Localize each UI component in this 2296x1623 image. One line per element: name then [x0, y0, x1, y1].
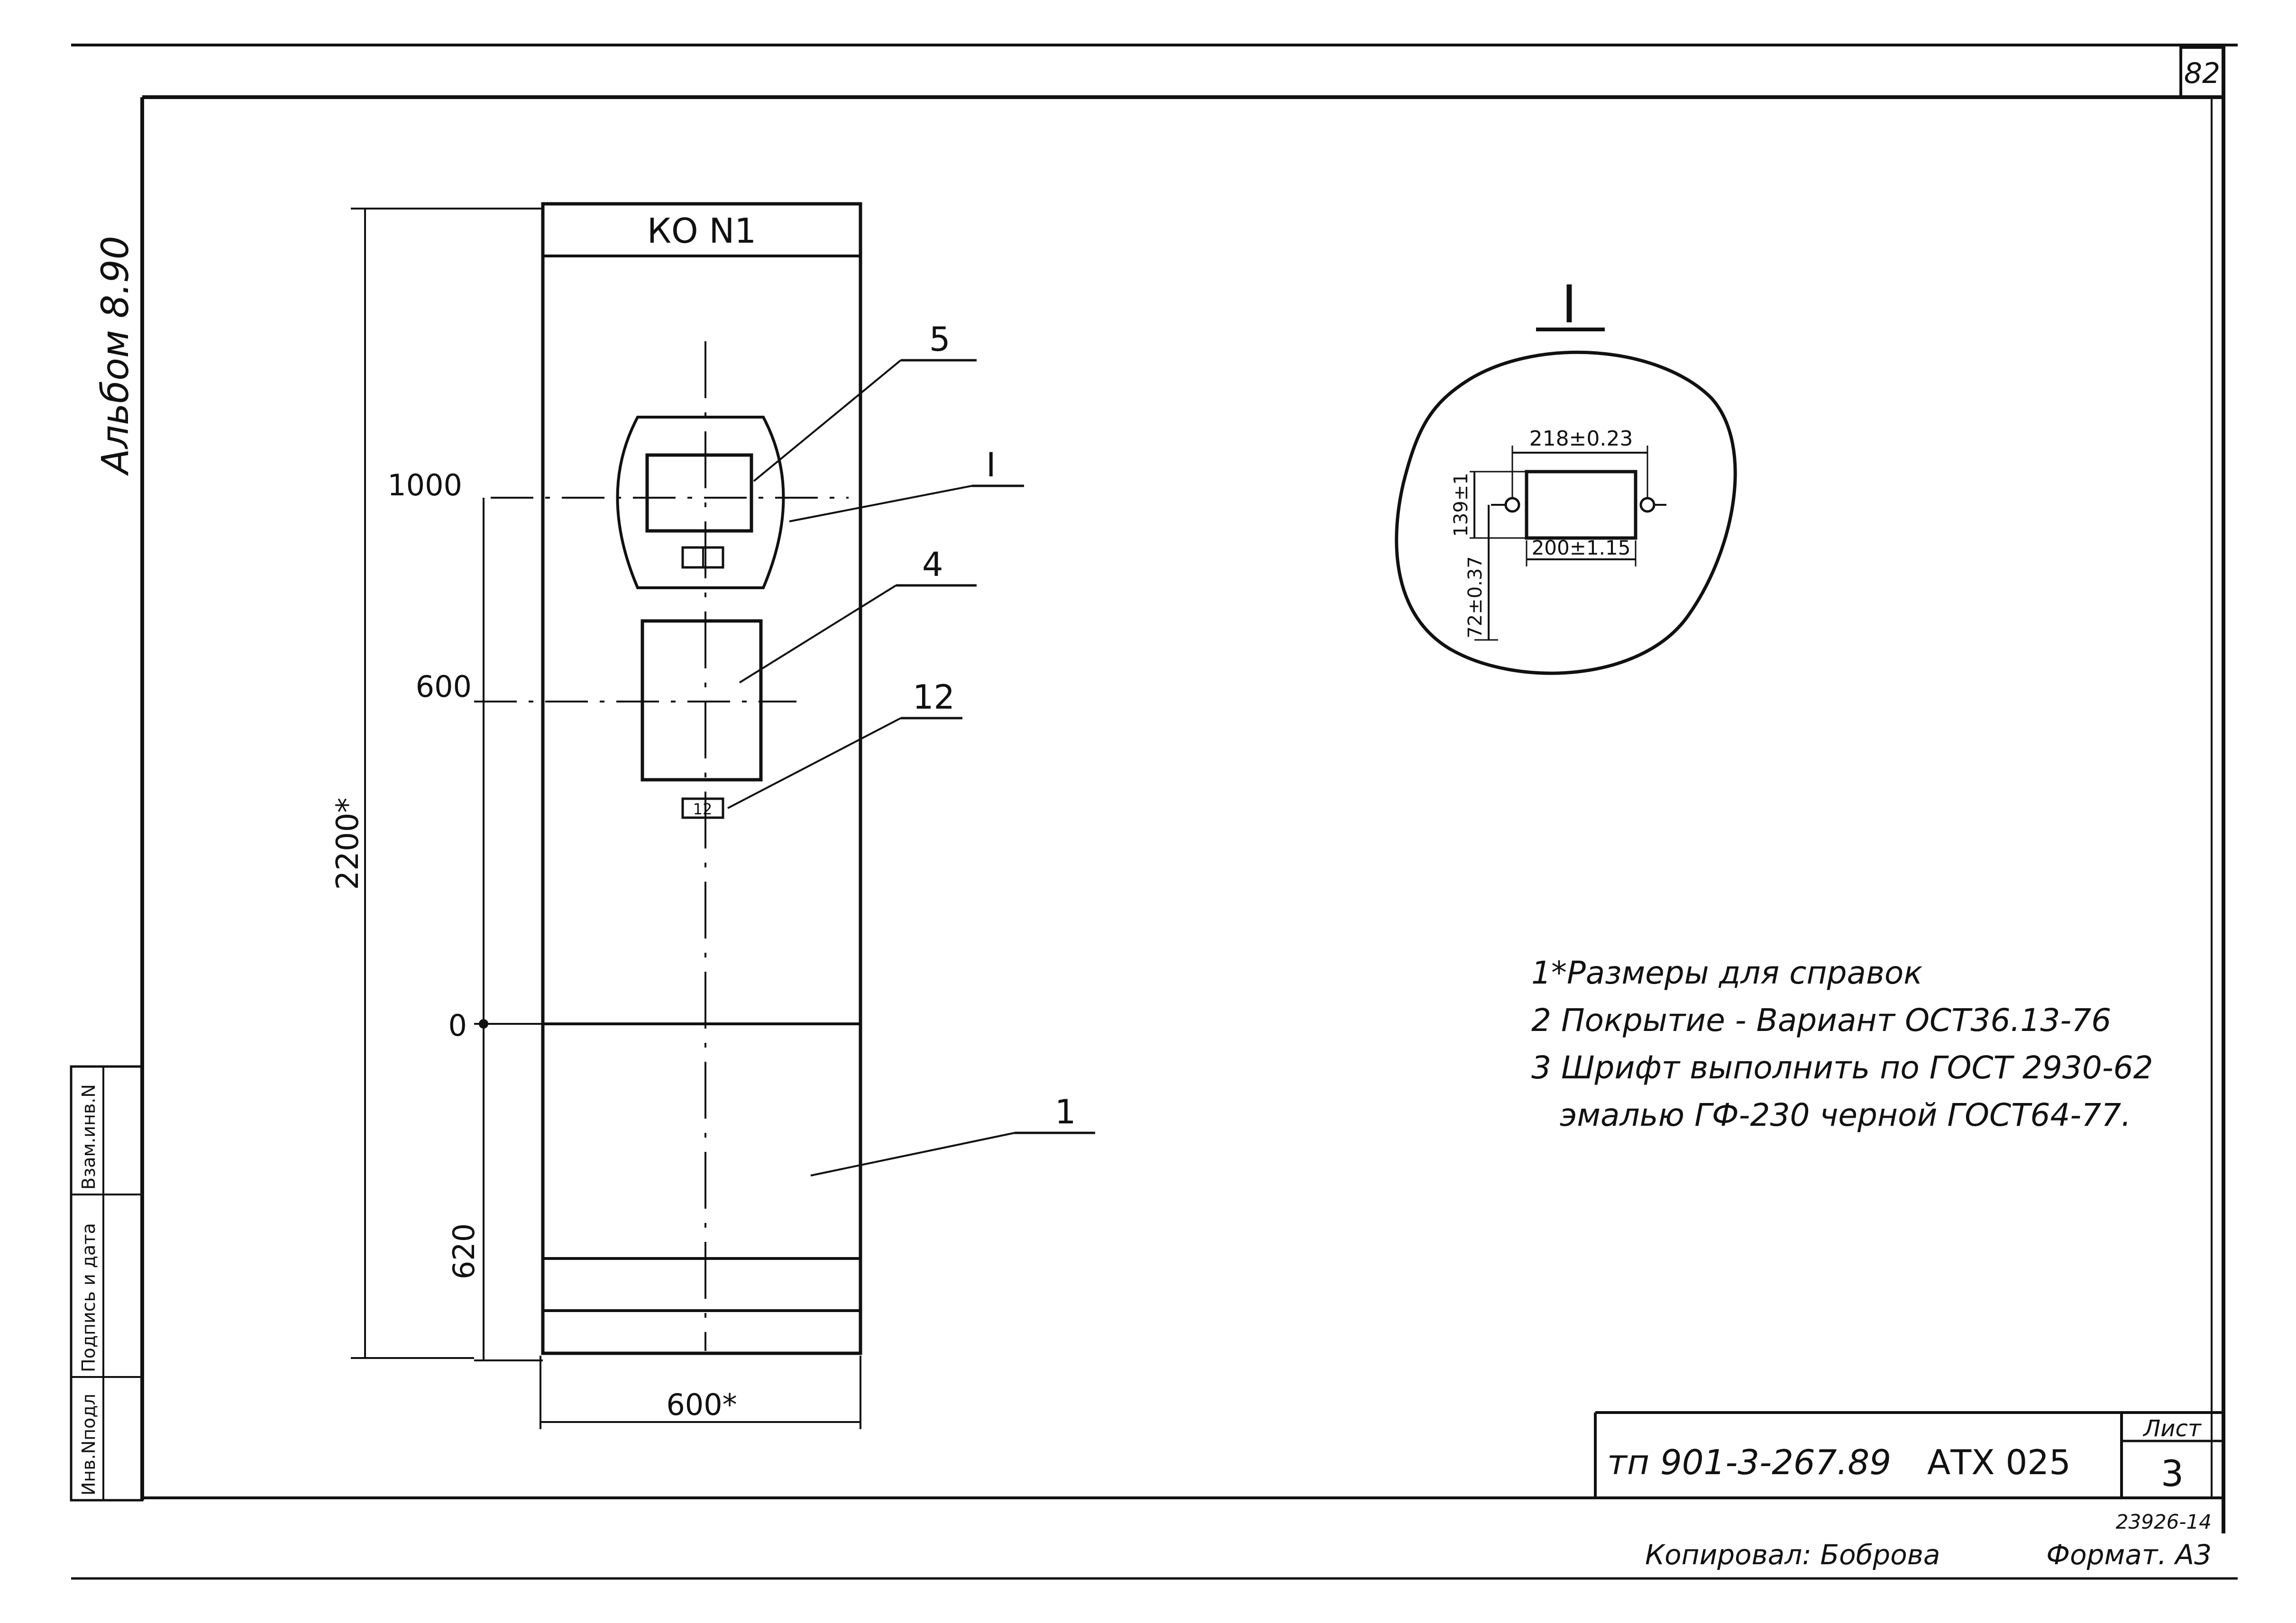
- doc-mark: АТХ 025: [1927, 1442, 2071, 1482]
- callouts: 5 I 4 12 1: [727, 320, 1095, 1176]
- sheet-label: Лист: [2142, 1415, 2202, 1442]
- notes: 1*Размеры для справок 2 Покрытие - Вариа…: [1531, 955, 2153, 1133]
- footer: 23926-14 Копировал: Боброва Формат. А3: [1645, 1510, 2212, 1571]
- doc-code: тп 901-3-267.89: [1607, 1442, 1891, 1482]
- page-number-box: 82: [2179, 46, 2225, 99]
- order-number: 23926-14: [2116, 1510, 2212, 1533]
- cabinet-drawing: КО N1 12: [541, 202, 862, 1355]
- copied-by: Копировал: Боброва: [1645, 1539, 1940, 1571]
- width-dimension: 600*: [540, 1356, 861, 1429]
- callout-12: 12: [913, 678, 955, 717]
- detail-view: I 218±0.23 139±1 200±1.15 72±0.37: [1395, 274, 1737, 675]
- stamp-replace-inv: Взам.инв.N: [78, 1084, 99, 1190]
- format-label: Формат. А3: [2046, 1539, 2212, 1571]
- callout-1: 1: [1055, 1093, 1076, 1131]
- detail-dim-72: 72±0.37: [1464, 556, 1486, 638]
- cabinet-outline: [541, 202, 862, 1355]
- level-620: 620: [447, 1223, 481, 1279]
- cabinet-title: КО N1: [647, 211, 756, 251]
- album-label: Альбом 8.90: [94, 236, 137, 476]
- sheet-number: 3: [2161, 1452, 2184, 1495]
- stamp-inv-no: Инв.Nподл: [78, 1394, 99, 1495]
- label-plate: [681, 797, 724, 819]
- display-bezel: [616, 416, 785, 589]
- detail-outline: [1395, 350, 1737, 675]
- instrument-panel: [640, 619, 763, 782]
- detail-title: I: [1562, 274, 1577, 335]
- callout-I: I: [986, 446, 996, 484]
- label-plate-text: 12: [693, 800, 713, 818]
- detail-dim-139: 139±1: [1450, 473, 1472, 537]
- drawing-frame: [140, 45, 2225, 1533]
- detail-dim-218: 218±0.23: [1529, 427, 1633, 451]
- detail-dim-200: 200±1.15: [1532, 536, 1631, 559]
- stamp-sign-date: Подпись и дата: [78, 1223, 99, 1372]
- note-2: 2 Покрытие - Вариант ОСТ36.13-76: [1531, 1002, 2111, 1039]
- level-600: 600: [416, 669, 472, 704]
- note-4: эмалью ГФ-230 черной ГОСТ64-77.: [1560, 1097, 2131, 1133]
- level-0: 0: [448, 1008, 467, 1043]
- note-1: 1*Размеры для справок: [1531, 955, 1922, 991]
- width-dim-label: 600*: [666, 1387, 737, 1422]
- display-window: [645, 453, 753, 533]
- height-dimension: 2200*: [330, 208, 543, 1359]
- note-3: 3 Шрифт выполнить по ГОСТ 2930-62: [1531, 1049, 2153, 1086]
- callout-5: 5: [929, 320, 951, 359]
- detail-window: [1525, 470, 1637, 540]
- title-block: тп 901-3-267.89 АТХ 025 Лист 3: [1594, 1411, 2223, 1498]
- side-stamp: Инв.Nподл Подпись и дата Взам.инв.N: [70, 1065, 144, 1502]
- level-dimensions: 1000 600 0 620: [387, 468, 849, 1361]
- height-dim-label: 2200*: [330, 798, 366, 890]
- page-number: 82: [2184, 57, 2220, 90]
- level-1000: 1000: [387, 468, 462, 502]
- callout-4: 4: [922, 545, 943, 584]
